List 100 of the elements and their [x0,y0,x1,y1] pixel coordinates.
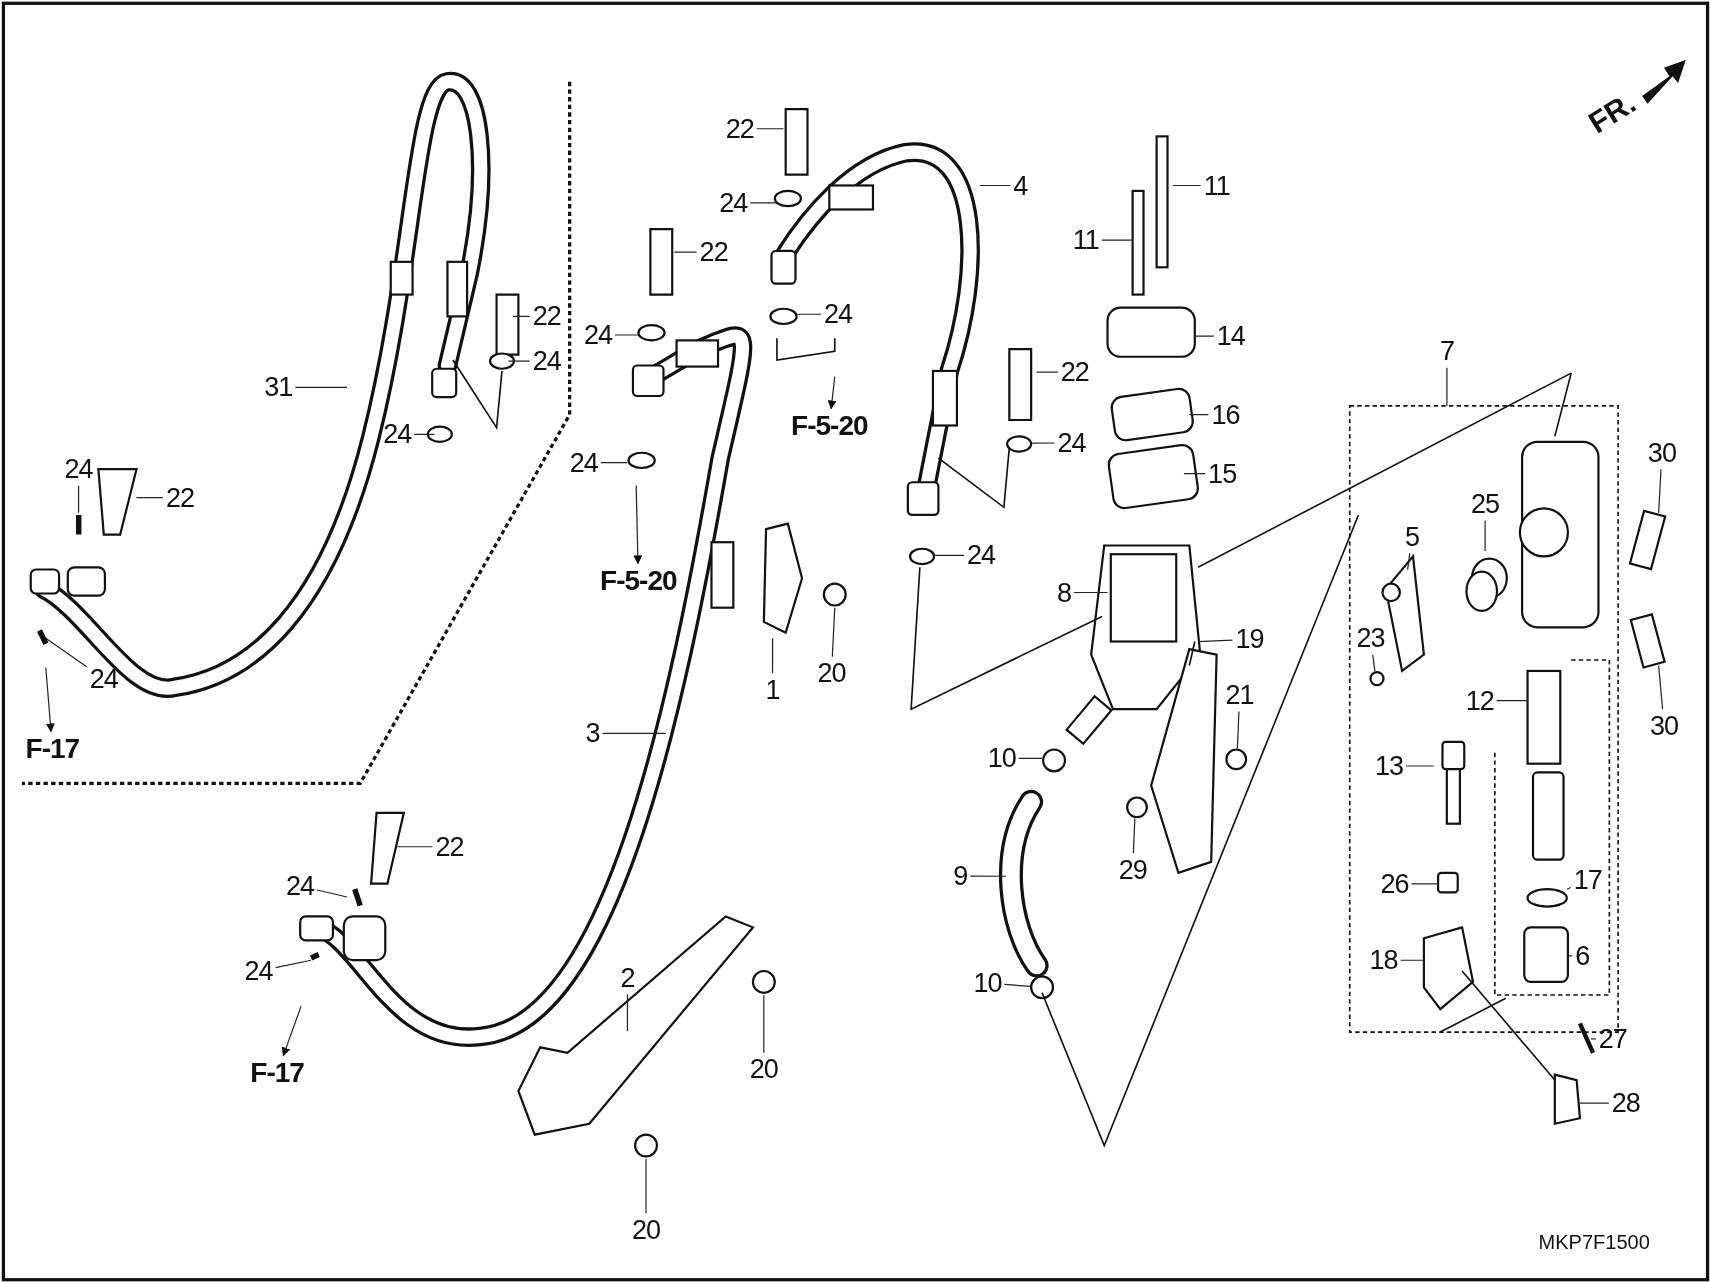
leader-line [601,732,667,734]
callout-number: 24 [63,454,94,484]
leader-line [1003,983,1032,988]
callout-number: 24 [582,320,613,350]
callout-number: 29 [1117,855,1148,885]
leader-line [756,128,785,130]
leader-line [1101,239,1133,241]
callout-number: 3 [584,718,601,748]
reference-arrow [45,667,55,733]
direction-label: FR. [1582,85,1642,141]
callout-number: 10 [972,968,1003,998]
callout-number: 30 [1649,711,1680,741]
reference-label: F-17 [249,1057,305,1088]
callout-number: 22 [165,483,196,513]
leader-line [77,485,80,514]
callout-number: 25 [1470,489,1501,519]
callout-number: 31 [263,372,294,402]
leader-line [507,360,531,362]
callout-number: 10 [986,743,1017,773]
leader-line [1172,184,1202,187]
callout-number: 24 [382,419,413,449]
callout-number: 28 [1610,1088,1641,1118]
leader-line [1183,472,1206,475]
leader-line [1567,955,1573,957]
reference-arrow [827,375,837,410]
callout-number: 26 [1379,869,1410,899]
callout-number: 17 [1572,865,1603,894]
callout-number: 24 [1056,428,1087,458]
callout-number: 20 [748,1054,779,1084]
callout-number: 27 [1597,1024,1628,1054]
leader-line [1579,1102,1610,1104]
leader-line [45,637,88,668]
callout-number: 2 [619,963,636,993]
leader-line [831,607,836,658]
reference-arrow [633,484,643,565]
callout-number: 23 [1355,623,1386,653]
leader-line [626,993,629,1032]
leader-line [969,875,1007,877]
callout-number: 6 [1574,941,1591,971]
callout-number: 22 [698,237,729,267]
drawing-code: MKP7F1500 [1538,1230,1650,1254]
leader-line [614,334,639,336]
callout-number: 30 [1646,438,1677,468]
callout-number: 19 [1234,624,1265,654]
callout-number: 11 [1202,171,1231,200]
leader-line [645,1158,647,1214]
leader-line [979,184,1011,187]
leader-line [771,637,774,674]
leader-line [673,251,698,253]
leader-line [934,554,965,556]
callout-number: 14 [1215,321,1246,351]
leader-line [1018,757,1043,759]
callout-number: 21 [1224,680,1255,710]
callout-number: 24 [718,188,749,218]
leader-line [1658,665,1664,710]
reference-label: F-5-20 [599,565,678,596]
leader-line [749,202,778,204]
callout-number: 24 [243,956,274,986]
callout-number: 24 [823,299,854,329]
leader-line [1194,335,1215,337]
leader-line [1410,883,1439,885]
callout-number: 24 [88,664,119,694]
callout-number: 12 [1464,686,1495,716]
callout-number: 5 [1404,522,1420,552]
callout-number: 24 [531,346,562,376]
leader-line [1590,1038,1597,1040]
leader-line [1197,639,1233,643]
callout-number: 22 [724,114,755,144]
leader-line [1236,711,1240,750]
callout-number: 18 [1368,945,1399,975]
reference-arrow [281,1005,302,1057]
callout-number: 24 [965,540,996,570]
leader-line [1484,520,1486,552]
leader-line [1407,552,1411,571]
leader-line [1188,414,1209,416]
leader-line [1405,765,1435,767]
callout-number: 4 [1012,171,1029,200]
leader-line [1400,959,1426,961]
leader-line [294,386,348,388]
leader-line [316,889,348,898]
leader-line [1372,654,1376,672]
leader-line [796,313,822,315]
callout-number: 8 [1055,578,1072,607]
reference-label: F-5-20 [790,410,869,441]
leader-line [512,315,531,318]
leader-line [1073,591,1109,594]
leader-line [1031,442,1056,444]
callout-number: 11 [1071,225,1100,255]
callout-number: 7 [1438,336,1455,366]
leader-line [1566,886,1572,890]
callout-number: 9 [952,861,969,891]
callout-number: 22 [531,301,562,331]
callout-number: 20 [630,1215,661,1245]
leader-line [763,994,765,1054]
leader-line [1658,468,1662,514]
callout-number: 22 [1059,357,1090,387]
leader-line [600,462,629,464]
callout-number: 24 [285,871,316,901]
leader-line [1496,699,1529,702]
callout-number: 20 [816,658,847,688]
